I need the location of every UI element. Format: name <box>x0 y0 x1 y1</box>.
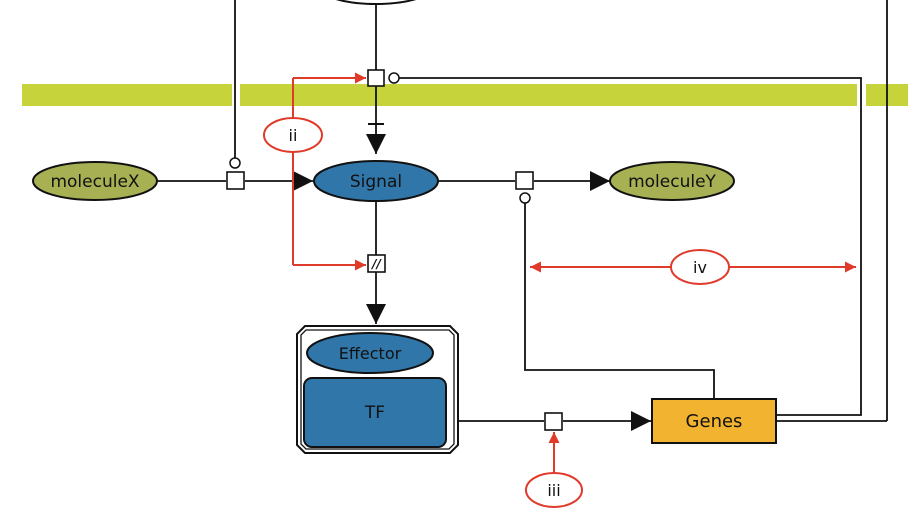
complex-node[interactable]: Effector TF <box>296 325 459 454</box>
arcs <box>157 0 888 431</box>
modulator-circles <box>229 72 531 204</box>
molecule-y-node[interactable]: moleculeY <box>609 161 735 201</box>
process-node-y <box>515 171 534 190</box>
annotation-iii: iii <box>525 472 583 508</box>
process-nodes <box>226 69 563 431</box>
tf-label: TF <box>364 403 385 423</box>
top-compartment <box>336 0 416 5</box>
genes-node[interactable]: Genes <box>651 398 777 444</box>
signal-node[interactable]: Signal <box>313 160 439 202</box>
molecule-x-node[interactable]: moleculeX <box>32 161 158 201</box>
tf-node[interactable] <box>303 377 447 448</box>
molecule-y-label: moleculeY <box>628 172 716 192</box>
process-node-uncertain <box>367 254 386 273</box>
process-node-top <box>367 69 385 87</box>
effector-node[interactable] <box>306 332 434 374</box>
annotation-iii-label: iii <box>547 481 560 500</box>
process-node-x <box>226 171 245 190</box>
effector-label: Effector <box>339 344 402 363</box>
annotation-iv: iv <box>670 249 730 285</box>
annotation-iv-label: iv <box>693 258 707 277</box>
membrane <box>22 84 908 106</box>
annotation-ii: ii <box>263 117 323 153</box>
annotation-ii-label: ii <box>289 126 298 145</box>
annotation-arrows <box>292 72 856 474</box>
process-node-gene <box>544 412 563 431</box>
molecule-x-label: moleculeX <box>50 172 139 192</box>
uncertain-process-label: // <box>370 257 382 271</box>
signal-label: Signal <box>350 172 402 192</box>
genes-label: Genes <box>686 411 743 432</box>
